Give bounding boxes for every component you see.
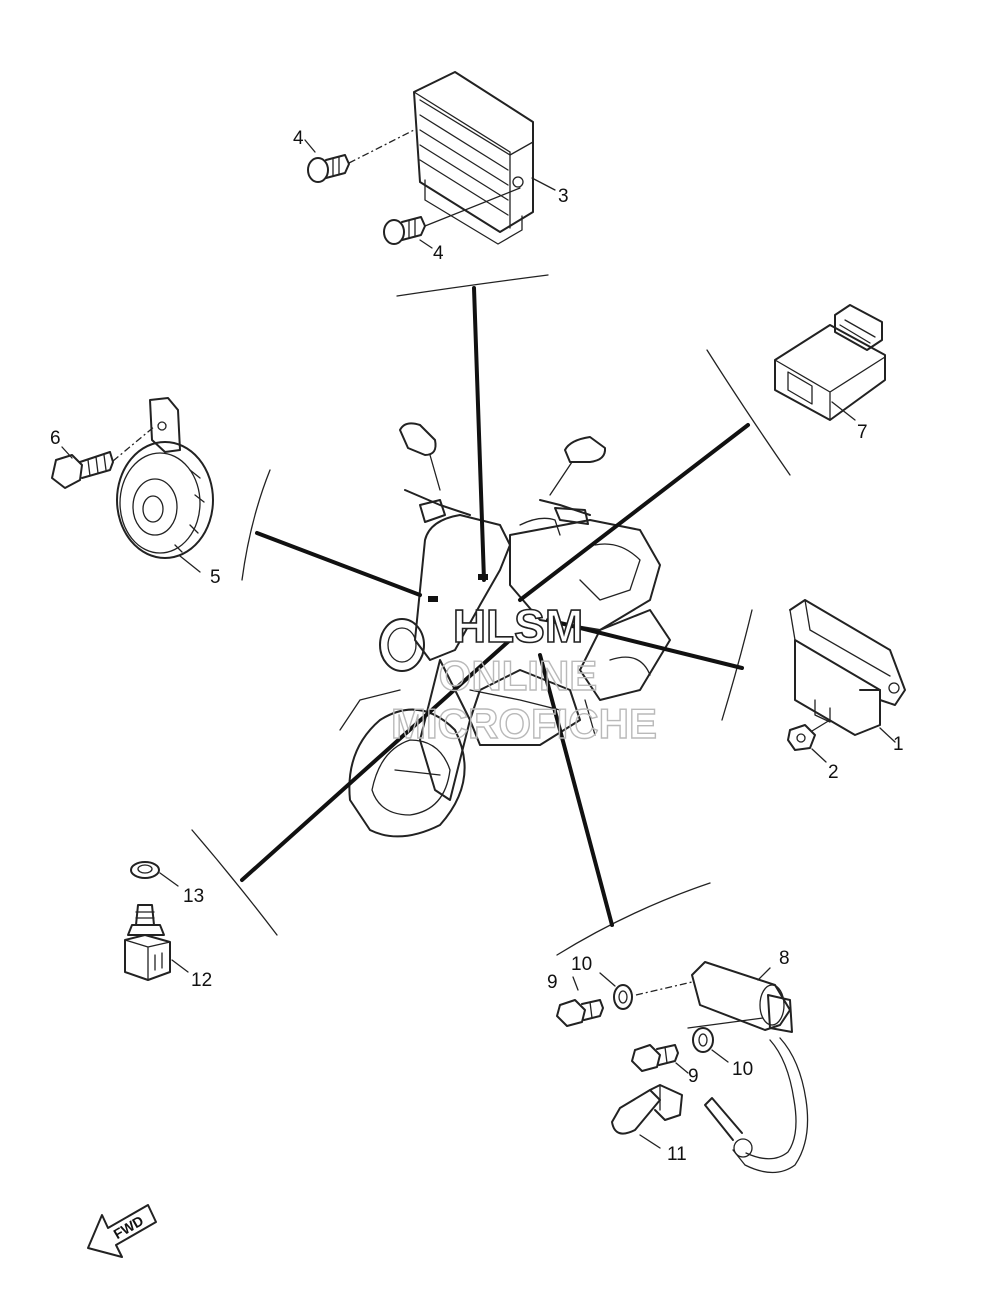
callout-12: 12 (191, 970, 212, 991)
callout-6: 6 (50, 428, 61, 449)
watermark-line2: ONLINE (439, 652, 598, 699)
bolt-lower[interactable] (383, 216, 426, 245)
motorcycle-outline (339, 422, 671, 838)
callout-2: 2 (828, 762, 839, 783)
callout-5: 5 (210, 567, 221, 588)
callout-4-lower: 4 (433, 243, 444, 264)
callout-1: 1 (893, 734, 904, 755)
cdi-unit[interactable] (789, 599, 906, 736)
bolt-upper[interactable] (307, 154, 350, 183)
callout-10-lower: 10 (732, 1059, 753, 1080)
callout-9-upper: 9 (547, 972, 558, 993)
rectifier-regulator[interactable] (413, 71, 534, 245)
relay[interactable] (774, 304, 886, 421)
callout-8: 8 (779, 948, 790, 969)
callout-7: 7 (857, 422, 868, 443)
watermark-line3: MICROFICHE (391, 700, 657, 747)
horn[interactable] (116, 397, 214, 559)
watermark-line1: HLSM (453, 600, 583, 652)
callout-3: 3 (558, 186, 569, 207)
callout-10-upper: 10 (571, 954, 592, 975)
watermark: HLSM ONLINE MICROFICHE (390, 599, 657, 748)
callout-11: 11 (667, 1144, 687, 1165)
washer-lower[interactable] (692, 1027, 714, 1053)
washer-upper[interactable] (613, 984, 633, 1010)
coil-bolt-lower[interactable] (631, 1044, 679, 1072)
coil-bolt-upper[interactable] (556, 999, 604, 1027)
leader-lines (240, 286, 750, 927)
neutral-switch[interactable] (124, 904, 171, 981)
callout-4-upper: 4 (293, 128, 304, 149)
callout-labels: 1 2 3 4 4 5 6 7 8 9 9 10 10 11 12 13 (50, 128, 904, 1165)
spark-plug-cap[interactable] (611, 1084, 683, 1135)
fwd-arrow-icon: FWD (87, 1204, 157, 1258)
nut[interactable] (787, 724, 816, 751)
callout-13: 13 (183, 886, 204, 907)
ignition-coil[interactable] (691, 961, 809, 1174)
gasket[interactable] (130, 861, 160, 879)
callout-9-lower: 9 (688, 1066, 699, 1087)
horn-bolt[interactable] (51, 451, 114, 489)
